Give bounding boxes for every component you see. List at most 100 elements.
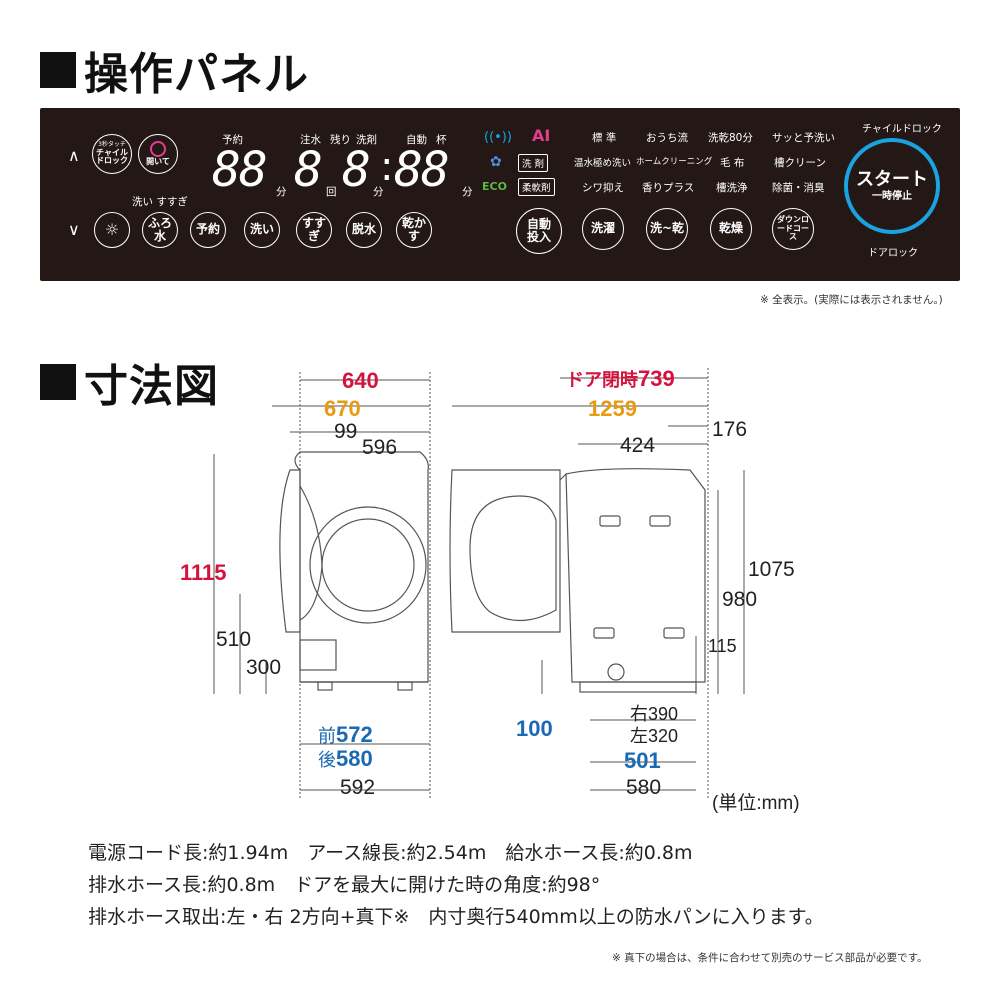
touch-note: 3秒タッチ (98, 140, 126, 148)
unit-fun-2: 分 (373, 186, 384, 198)
dimensions-title: 寸法図 (84, 361, 219, 412)
unit-label: (単位:mm) (712, 793, 800, 814)
spec-line-3: 排水ホース取出:左・右 2方向+真下※ 内寸奥行540mm以上の防水パンに入りま… (88, 906, 824, 928)
rinse-button[interactable]: すすぎ (296, 212, 332, 248)
dim-1115: 1115 (180, 560, 227, 585)
dim-back: 後580 (318, 746, 373, 772)
course-blanket: 毛 布 (720, 157, 745, 169)
door-val: 739 (638, 366, 675, 391)
download-course-button[interactable]: ダウンロードコース (772, 208, 814, 250)
square-bullet-icon (40, 364, 76, 400)
course-home-cleaning: ホームクリーニング (636, 157, 713, 167)
dim-980: 980 (722, 588, 758, 611)
light-button[interactable]: ☼ (94, 212, 130, 248)
open-label: 開いて (146, 157, 170, 167)
course-ouchi: おうち流 (646, 132, 688, 144)
side-view (449, 468, 706, 693)
course-tub-clean: 槽クリーン (774, 157, 826, 169)
panel-title: 操作パネル (84, 49, 309, 100)
dim-592: 592 (340, 776, 376, 799)
ai-label: AI (532, 126, 551, 145)
dim-door: ドア閉時739 (566, 366, 675, 392)
dim-640: 640 (342, 368, 379, 393)
label-senzai: 洗剤 (356, 134, 377, 146)
wash-dry-course-button[interactable]: 洗~乾 (646, 208, 688, 250)
dimension-lines (213, 368, 745, 800)
child-lock-indicator: チャイルドロック (862, 124, 942, 135)
colon-icon: : (380, 144, 394, 190)
dim-596: 596 (362, 436, 398, 459)
dim-580: 580 (626, 776, 662, 799)
spin-button[interactable]: 脱水 (346, 212, 382, 248)
square-bullet-icon (40, 52, 76, 88)
dim-670: 670 (324, 396, 361, 421)
unit-kai: 回 (326, 186, 337, 198)
dim-left320: 左320 (630, 726, 679, 746)
course-fragrance: 香りプラス (642, 182, 695, 194)
auto-dose-button[interactable]: 自動投入 (516, 208, 562, 254)
child-lock-button[interactable]: 3秒タッチ チャイルドロック (92, 134, 132, 174)
pause-label: 一時停止 (872, 191, 912, 203)
seg-display-3: 8 (342, 142, 371, 198)
grape-icon: ✿ (490, 154, 502, 170)
start-label: スタート (856, 168, 928, 190)
course-sanitize: 除菌・消臭 (772, 182, 825, 194)
label-jidou: 自動 (406, 134, 427, 146)
unit-fun-1: 分 (276, 186, 287, 198)
dim-1259: 1259 (588, 396, 637, 421)
softener-tag: 柔軟剤 (518, 178, 555, 196)
operation-panel: ∧ ∨ 3秒タッチ チャイルドロック 開いて 洗い すすぎ ☼ ふろ水 予約 洗… (40, 108, 960, 281)
label-hai: 杯 (436, 134, 447, 146)
dim-424: 424 (620, 434, 656, 457)
dim-510: 510 (216, 628, 252, 651)
spec-line-1: 電源コード長:約1.94m アース線長:約2.54m 給水ホース長:約0.8m (88, 842, 693, 864)
back-label: 後 (318, 750, 336, 770)
door-open-icon (150, 141, 166, 158)
wash-course-button[interactable]: 洗濯 (582, 208, 624, 250)
sun-icon: ☼ (104, 220, 120, 240)
wash-button[interactable]: 洗い (244, 212, 280, 248)
seg-display-2: 8 (294, 142, 323, 198)
chevron-up-icon[interactable]: ∧ (68, 146, 80, 165)
seg-display-1: 88 (212, 142, 268, 198)
section-title-panel: 操作パネル (40, 38, 309, 102)
dim-1075: 1075 (748, 558, 795, 581)
course-wrinkle: シワ抑え (582, 182, 624, 194)
front-label: 前 (318, 726, 336, 746)
seg-display-4: 88 (394, 142, 450, 198)
unit-fun-3: 分 (462, 186, 473, 198)
course-wash-dry-80: 洗乾80分 (708, 132, 753, 144)
footnote: ※ 真下の場合は、条件に合わせて別売のサービス部品が必要です。 (612, 952, 928, 964)
dim-right390: 右390 (630, 704, 679, 724)
dry-button[interactable]: 乾かす (396, 212, 432, 248)
door-lock-indicator: ドアロック (868, 248, 918, 259)
child-lock-label: チャイルドロック (96, 147, 128, 166)
door-label: ドア閉時 (566, 370, 638, 390)
dim-176: 176 (712, 418, 748, 441)
course-standard: 標 準 (592, 132, 617, 144)
dim-300: 300 (246, 656, 282, 679)
chevron-down-icon[interactable]: ∨ (68, 220, 80, 239)
bath-water-button[interactable]: ふろ水 (142, 212, 178, 248)
section-title-dimensions: 寸法図 (40, 350, 219, 414)
dry-course-button[interactable]: 乾燥 (710, 208, 752, 250)
label-yoyaku: 予約 (222, 134, 243, 146)
open-door-button[interactable]: 開いて (138, 134, 178, 174)
dim-99: 99 (334, 420, 358, 443)
wash-rinse-label: 洗い すすぎ (132, 196, 188, 208)
course-quick-prewash: サッと予洗い (772, 132, 835, 144)
front-view (279, 451, 429, 691)
label-chusui: 注水 (300, 134, 321, 146)
reserve-button[interactable]: 予約 (190, 212, 226, 248)
dim-100: 100 (516, 716, 553, 741)
spec-line-2: 排水ホース長:約0.8m ドアを最大に開けた時の角度:約98° (88, 874, 601, 896)
dim-115: 115 (708, 636, 737, 656)
label-nokori: 残り (330, 134, 351, 146)
start-pause-button[interactable]: スタート 一時停止 (844, 138, 940, 234)
course-tub-wash: 槽洗浄 (716, 182, 748, 194)
dim-front: 前572 (318, 722, 373, 748)
front-val: 572 (336, 722, 373, 747)
wifi-icon: ((•)) (484, 130, 512, 145)
panel-note: ※ 全表示。(実際には表示されません。) (760, 294, 943, 306)
